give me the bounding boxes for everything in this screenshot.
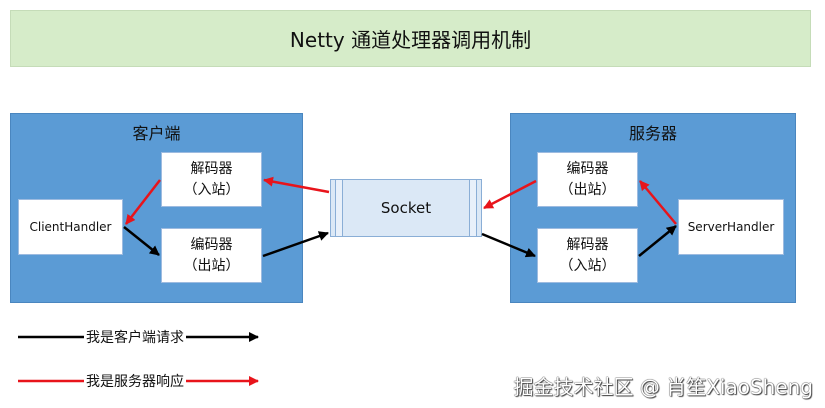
watermark: 掘金技术社区 @ 肖笙XiaoSheng (513, 375, 813, 399)
client-encoder-direction: （出站） (183, 257, 240, 274)
arrow-client-encoder-to-socket (262, 231, 329, 258)
server-encoder-box: 编码器 （出站） (537, 152, 638, 207)
client-decoder-name: 解码器 (190, 160, 233, 177)
client-decoder-box: 解码器 （入站） (161, 152, 262, 207)
socket-label: Socket (380, 199, 432, 217)
diagram-title: Netty 通道处理器调用机制 (10, 10, 811, 67)
server-group-label: 服务器 (628, 124, 677, 143)
diagram-title-text: Netty 通道处理器调用机制 (289, 28, 532, 52)
arrow-server-handler-to-encoder (639, 180, 677, 225)
client-encoder-name: 编码器 (190, 236, 233, 253)
arrow-client-decoder-to-handler (125, 179, 161, 225)
client-handler-box: ClientHandler (18, 199, 123, 255)
arrow-socket-to-client-decoder (263, 176, 330, 194)
client-encoder-box: 编码器 （出站） (161, 228, 262, 283)
arrow-server-decoder-to-handler (638, 225, 677, 257)
server-decoder-direction: （入站） (559, 257, 616, 274)
client-decoder-direction: （入站） (183, 181, 240, 198)
arrow-client-handler-to-encoder (123, 226, 160, 256)
server-handler-label: ServerHandler (687, 219, 775, 234)
socket-left-edge (335, 180, 343, 236)
server-encoder-direction: （出站） (559, 181, 616, 198)
client-group-label: 客户端 (132, 124, 181, 143)
server-handler-box: ServerHandler (678, 199, 784, 255)
server-encoder-name: 编码器 (566, 160, 609, 177)
client-handler-label: ClientHandler (29, 219, 112, 234)
legend-request-label: 我是客户端请求 (84, 327, 186, 347)
legend-response-label: 我是服务器响应 (84, 371, 186, 391)
server-decoder-name: 解码器 (566, 236, 609, 253)
arrow-server-encoder-to-socket (483, 179, 537, 210)
socket-right-edge (469, 180, 477, 236)
arrow-socket-to-server-decoder (481, 232, 536, 258)
server-decoder-box: 解码器 （入站） (537, 228, 638, 283)
socket-box: Socket (330, 179, 482, 237)
